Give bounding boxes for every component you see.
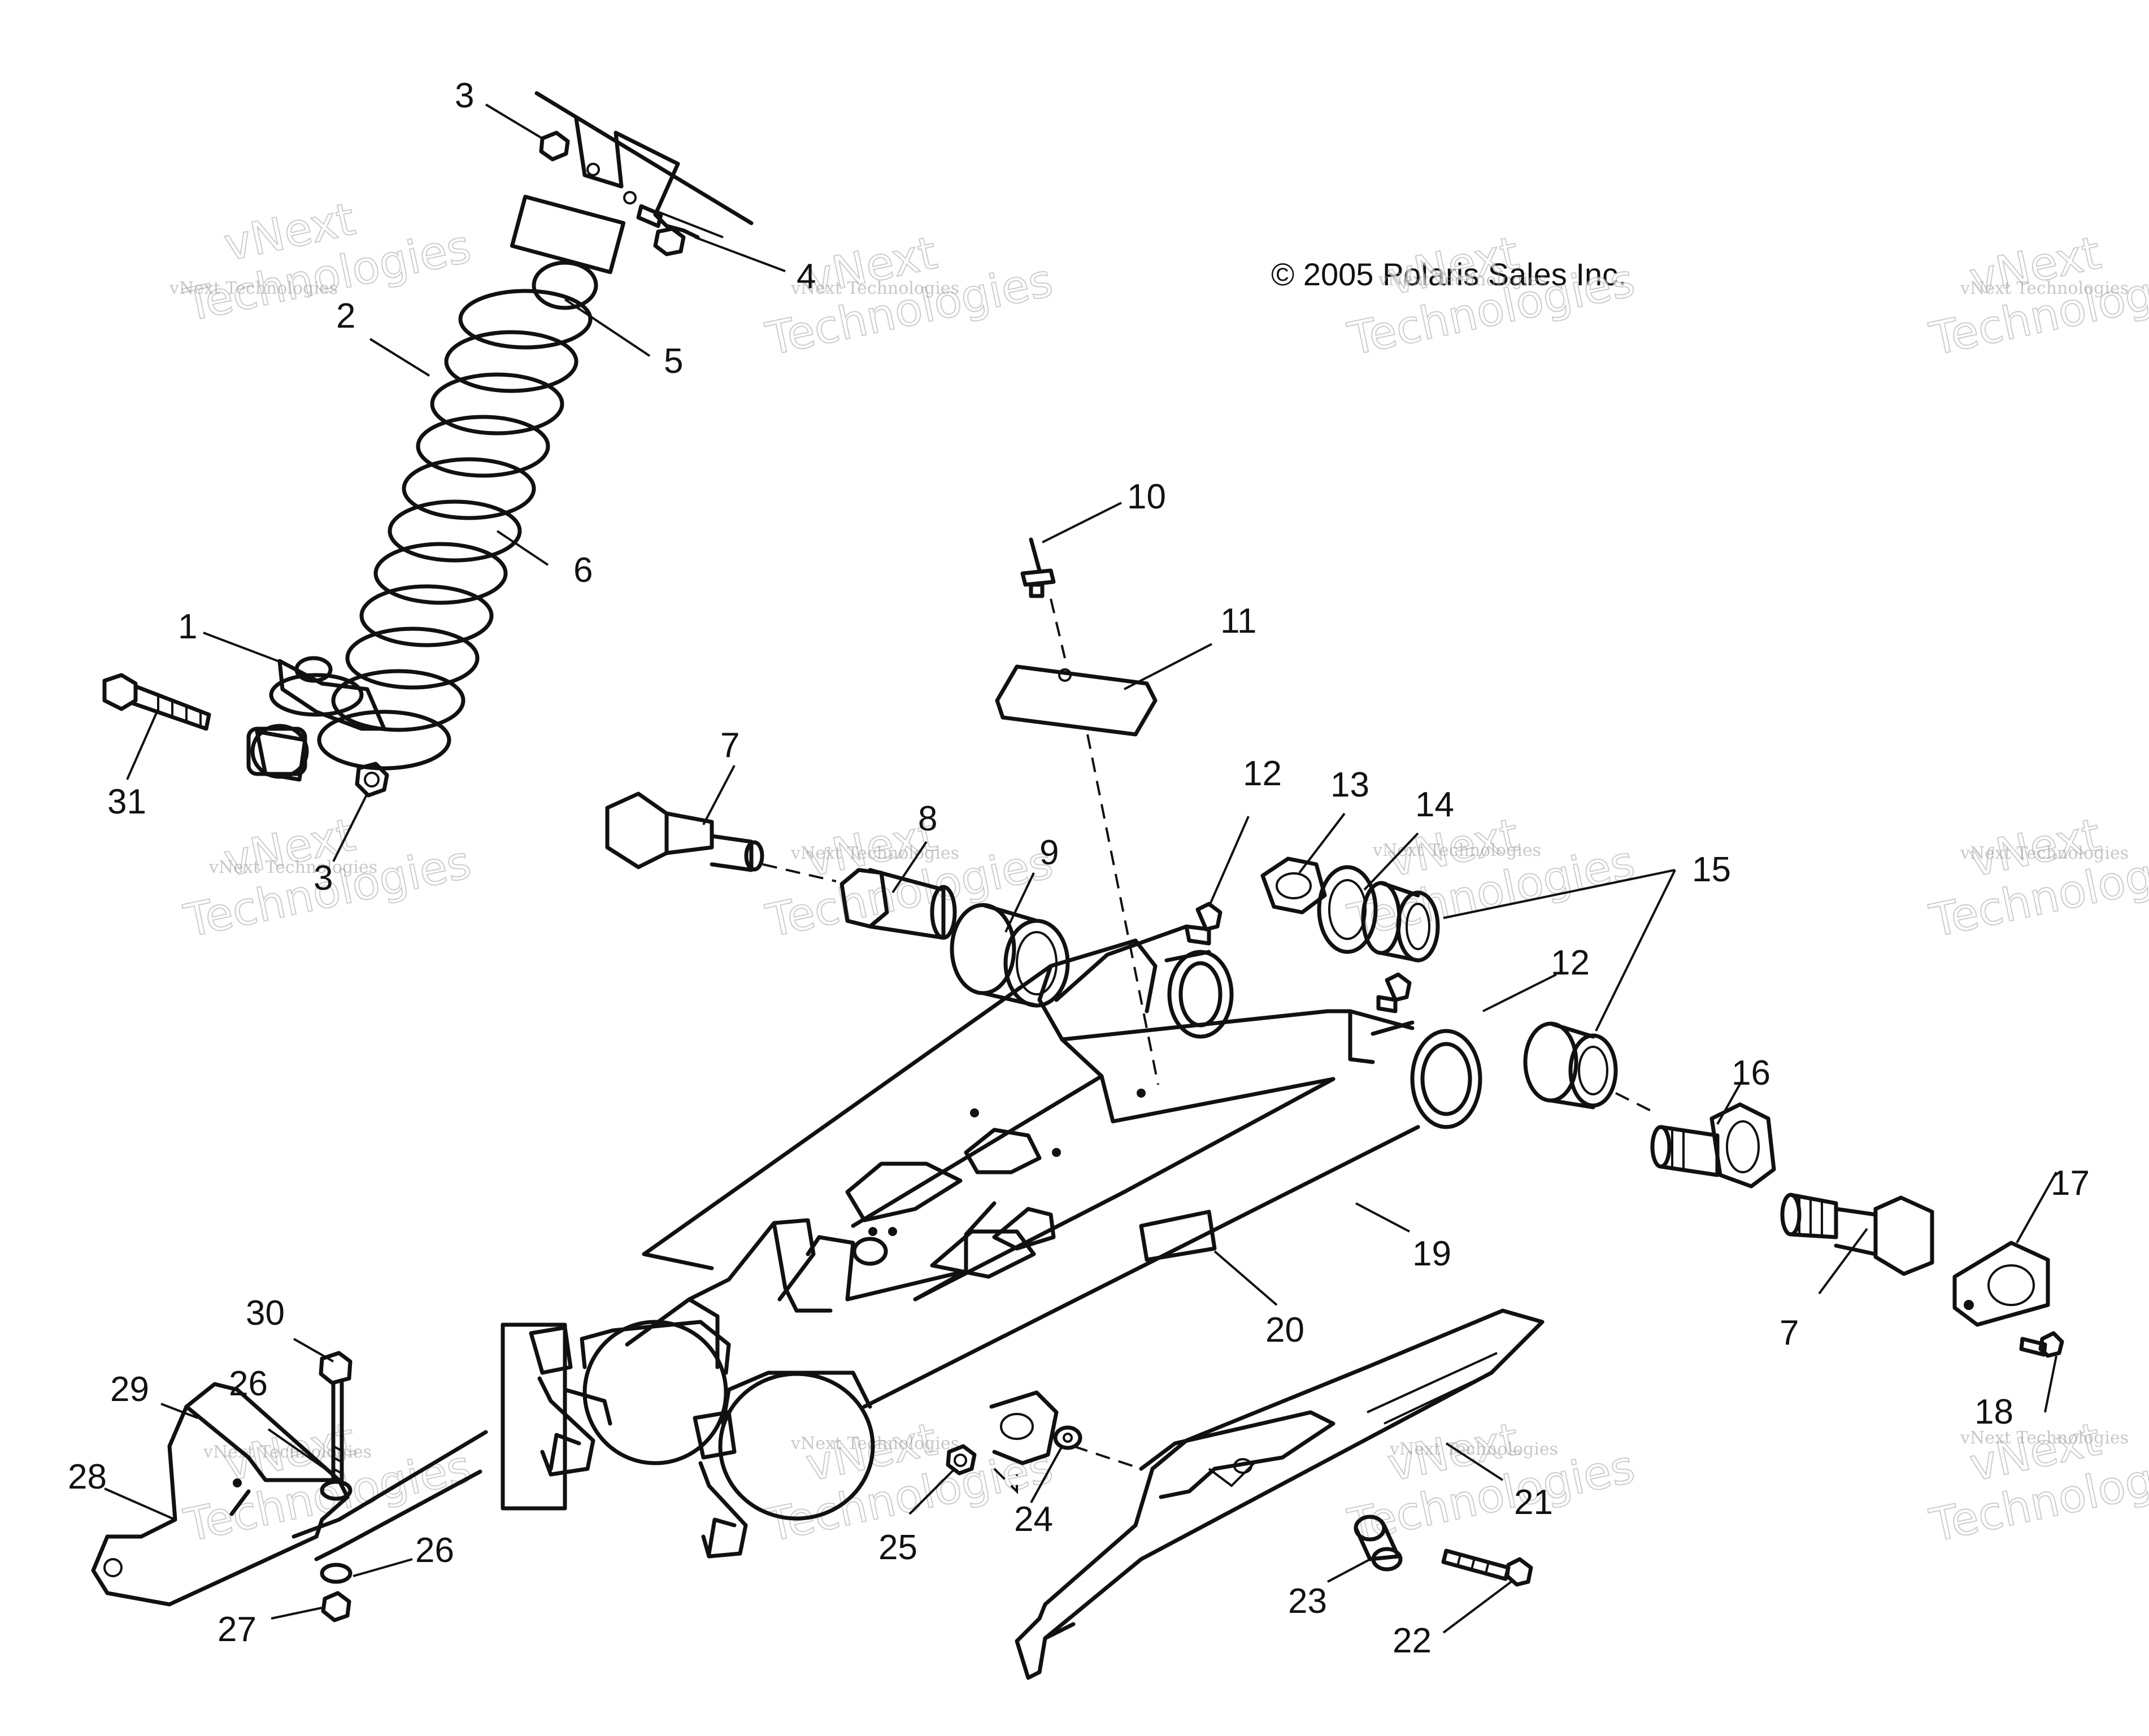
- pivot-bolt-left: [605, 791, 837, 882]
- callout-22: 22: [1393, 1621, 1432, 1660]
- washer-lower: [320, 1563, 353, 1584]
- mount-nut-top: [539, 130, 570, 162]
- watermark-text: vNext Technologies: [1372, 841, 1541, 860]
- callout-18: 18: [1974, 1393, 2013, 1432]
- shock-absorber: [246, 194, 626, 782]
- callout-24: 24: [1014, 1500, 1053, 1539]
- callout-7: 7: [720, 726, 739, 765]
- watermark: vNext Technologies: [1343, 808, 1639, 949]
- callout-15: 15: [1692, 850, 1731, 889]
- callout-27: 27: [217, 1610, 256, 1649]
- callout-17: 17: [2051, 1164, 2090, 1203]
- callout-12-lower: 12: [1551, 943, 1590, 982]
- callout-11: 11: [1220, 602, 1256, 641]
- watermark-text: vNext Technologies: [1960, 279, 2129, 298]
- callout-26: 26: [229, 1364, 268, 1403]
- callout-25: 25: [878, 1528, 917, 1567]
- watermark: vNext Technologies: [761, 808, 1058, 949]
- mount-bolt-top: [636, 204, 724, 256]
- callout-29: 29: [110, 1370, 149, 1409]
- watermark-text: vNext Technologies: [1960, 843, 2129, 863]
- mount-washer: [1053, 1425, 1082, 1450]
- callout-10: 10: [1127, 477, 1166, 516]
- watermark: vNext Technologies: [179, 192, 476, 333]
- watermark-text: vNext Technologies: [1389, 1439, 1558, 1459]
- rail-spacer: [1354, 1515, 1403, 1572]
- copyright-notice: © 2005 Polaris Sales Inc.: [1271, 256, 1627, 292]
- callout-13: 13: [1330, 765, 1369, 804]
- watermark: vNext Technologies: [1925, 808, 2149, 949]
- callout-20: 20: [1265, 1311, 1304, 1350]
- callout-5: 5: [664, 342, 683, 381]
- callout-6: 6: [573, 551, 593, 590]
- watermark-text: vNext Technologies: [790, 1434, 959, 1454]
- callout-4: 4: [797, 257, 816, 296]
- frame-rail: [292, 1430, 488, 1539]
- callout-3: 3: [455, 76, 474, 115]
- callout-30: 30: [246, 1294, 285, 1333]
- lower-shock-bolt: [102, 673, 211, 731]
- grease-fitting-lower: [1376, 972, 1412, 1013]
- pivot-bushing-right-upper: [1361, 881, 1440, 963]
- callout-12: 12: [1243, 754, 1282, 793]
- watermark: vNext Technologies: [1343, 1412, 1639, 1553]
- upper-mount-bracket: [534, 91, 754, 225]
- mount-nut: [946, 1444, 977, 1476]
- lock-plate-bolt: [2019, 1331, 2064, 1358]
- swing-arm-lower-mount: [989, 1390, 1059, 1465]
- callout-9: 9: [1039, 833, 1059, 872]
- slide-rail: [1015, 1308, 1545, 1680]
- callout-2: 2: [336, 297, 355, 336]
- callout-19: 19: [1412, 1234, 1451, 1273]
- detail-bracket: [501, 1322, 567, 1511]
- watermark-text: vNext Technologies: [203, 1442, 372, 1462]
- grease-zerk: [1020, 537, 1056, 598]
- callout-16: 16: [1732, 1054, 1770, 1093]
- pivot-adjuster: [1650, 1102, 1776, 1189]
- pivot-bolt-right: [1780, 1193, 1934, 1276]
- swing-arm: [625, 924, 1482, 1409]
- watermark-text: vNext Technologies: [790, 279, 959, 298]
- callout-26-lower: 26: [415, 1531, 454, 1570]
- watermark-text: vNext Technologies: [169, 279, 338, 298]
- pivot-bushing-left: [839, 868, 957, 940]
- rail-bolt: [1441, 1548, 1533, 1587]
- callout-31: 31: [107, 782, 146, 821]
- callout-28: 28: [68, 1457, 107, 1496]
- watermark-text: vNext Technologies: [1378, 270, 1547, 290]
- callout-labels: 3 4 2 5 6 1 31 3 7 8 9 10 11 12 13 14 15…: [68, 76, 2090, 1660]
- callout-23: 23: [1288, 1582, 1327, 1621]
- watermark-text: vNext Technologies: [1960, 1428, 2129, 1448]
- mount-nut-lower: [321, 1591, 351, 1622]
- spring-coils: [317, 289, 593, 771]
- callout-1: 1: [178, 607, 197, 646]
- lock-plate: [1952, 1241, 2050, 1327]
- mount-bolt-long: [319, 1351, 353, 1482]
- watermark-text: vNext Technologies: [208, 858, 377, 877]
- leader-lines: [104, 103, 2057, 1634]
- pivot-spacer-left: [950, 903, 1070, 1008]
- shock-mount-rings: [529, 1320, 875, 1559]
- grease-fitting-upper: [1184, 902, 1223, 946]
- callout-14: 14: [1415, 785, 1454, 824]
- cover-plate: [995, 664, 1158, 737]
- callout-21: 21: [1514, 1483, 1553, 1522]
- watermark-text: vNext Technologies: [790, 843, 959, 863]
- washer-upper: [320, 1480, 353, 1501]
- pivot-bushing-right-lower: [1523, 1021, 1618, 1110]
- pivot-nut: [1260, 856, 1327, 915]
- rear-mount-bracket: [91, 1382, 350, 1607]
- lower-shock-nut: [355, 762, 389, 798]
- callout-3-lower: 3: [314, 859, 333, 898]
- callout-7-right: 7: [1780, 1313, 1799, 1352]
- watermark: vNext Technologies: [1925, 1412, 2149, 1553]
- callout-8: 8: [918, 799, 937, 838]
